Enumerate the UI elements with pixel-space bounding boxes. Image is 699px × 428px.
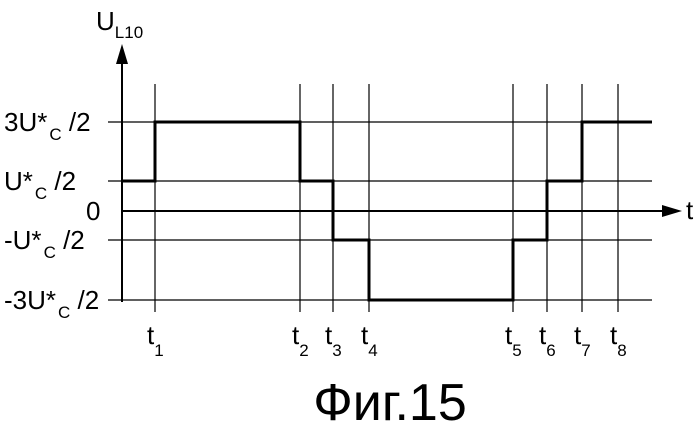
- level-label-suffix: /2: [56, 225, 85, 255]
- figure-caption: Фиг.15: [313, 374, 467, 428]
- time-label-t8: t8: [610, 320, 627, 360]
- level-label-neg3: -3U*C /2: [4, 285, 99, 322]
- time-label-sub: 3: [332, 341, 341, 360]
- level-label-zero: 0: [86, 196, 100, 226]
- x-axis-label: t: [686, 195, 694, 225]
- level-label-suffix: /2: [47, 166, 76, 196]
- level-label-main: U*: [4, 166, 33, 196]
- time-label-t4: t4: [361, 320, 378, 360]
- level-label-sub: C: [35, 184, 47, 203]
- time-label-sub: 7: [581, 341, 590, 360]
- time-label-t3: t3: [325, 320, 342, 360]
- time-gridlines: [155, 84, 618, 312]
- level-label-main: -U*: [4, 225, 42, 255]
- level-label-main: 0: [86, 196, 100, 226]
- y-axis-arrow: [116, 44, 128, 64]
- time-label-sub: 8: [617, 341, 626, 360]
- time-label-t1: t1: [147, 320, 164, 360]
- level-label-pos1: U*C /2: [4, 166, 76, 203]
- y-axis-label-main: U: [96, 6, 115, 36]
- level-label-sub: C: [44, 243, 56, 262]
- time-label-t2: t2: [292, 320, 309, 360]
- time-label-t5: t5: [505, 320, 522, 360]
- level-label-pos3: 3U*C /2: [4, 107, 91, 144]
- time-label-sub: 6: [546, 341, 555, 360]
- level-label-suffix: /2: [62, 107, 91, 137]
- level-label-main: 3U*: [4, 107, 47, 137]
- level-label-neg1: -U*C /2: [4, 225, 85, 262]
- t-axis-arrow: [662, 205, 682, 217]
- time-labels: t1 t2 t3 t4 t5 t6 t7 t8: [147, 320, 627, 360]
- level-label-main: -3U*: [4, 285, 56, 315]
- time-label-sub: 1: [154, 341, 163, 360]
- level-label-sub: C: [49, 125, 61, 144]
- level-label-sub: C: [58, 303, 70, 322]
- time-label-t6: t6: [539, 320, 556, 360]
- level-labels: 3U*C /2U*C /20-U*C /2-3U*C /2: [4, 107, 100, 322]
- y-axis-label-sub: L10: [115, 23, 143, 42]
- time-label-sub: 2: [299, 341, 308, 360]
- time-label-sub: 4: [368, 341, 377, 360]
- time-label-sub: 5: [512, 341, 521, 360]
- time-label-t7: t7: [574, 320, 591, 360]
- y-axis-label: UL10: [96, 6, 143, 42]
- level-label-suffix: /2: [70, 285, 99, 315]
